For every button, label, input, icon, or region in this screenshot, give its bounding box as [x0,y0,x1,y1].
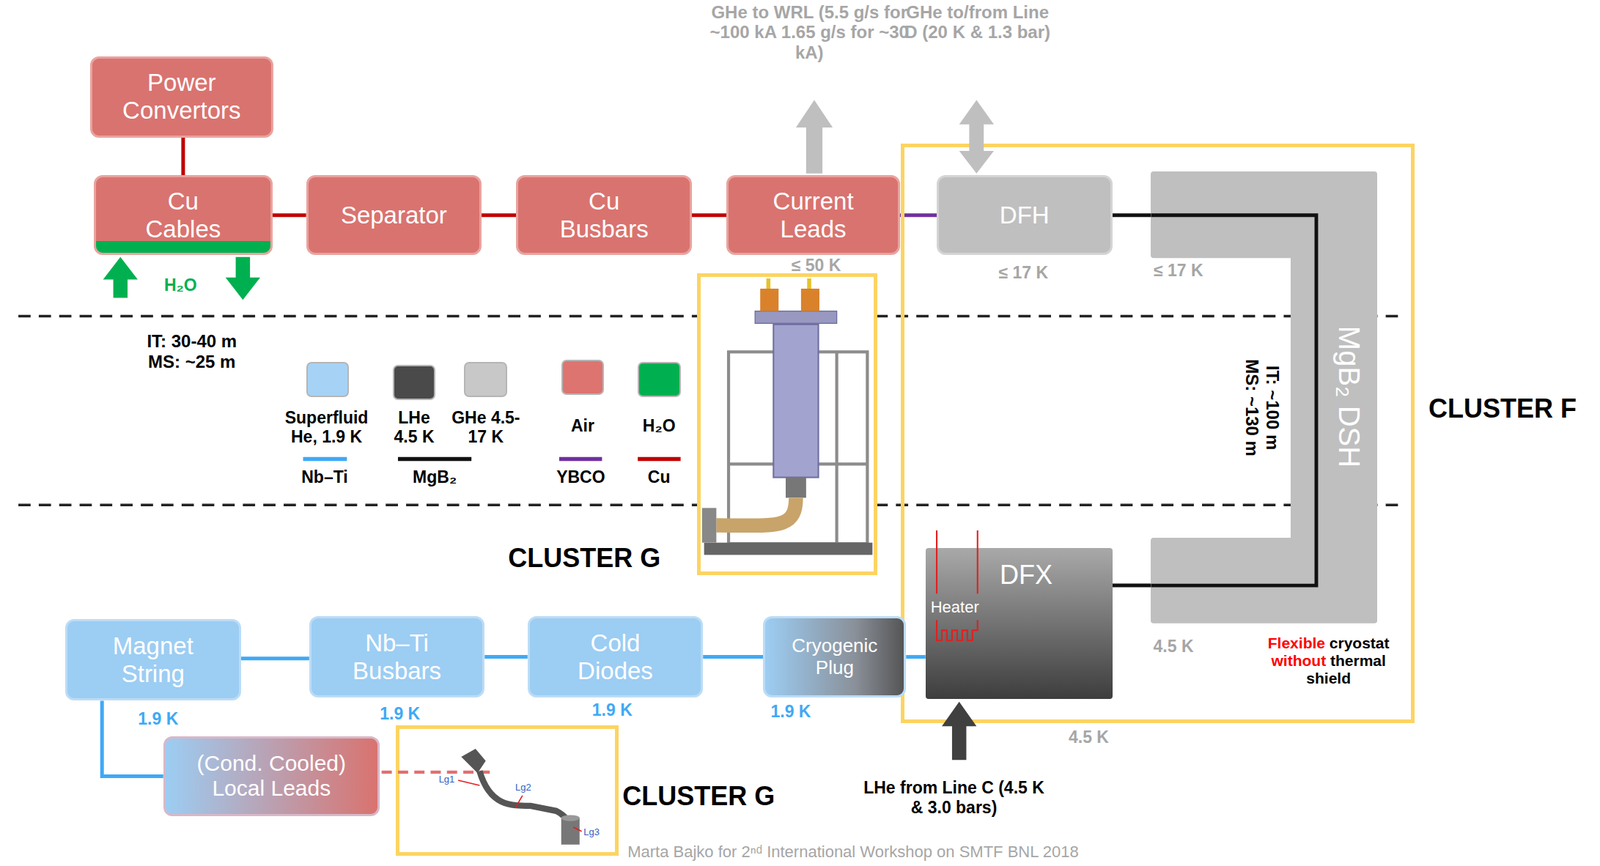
node-label: Current Leads [741,187,885,244]
legend-label: Superfluid He, 1.9 K [270,408,383,448]
cluster-label: CLUSTER G [507,543,661,574]
length-note: IT: 30-40 m MS: ~25 m [130,331,253,372]
cable-connector [181,137,185,176]
legend-label: LHe 4.5 K [388,408,440,448]
legend-label: GHe 4.5-17 K [444,408,527,448]
process-box: Cu Busbars [515,175,692,256]
legend-line-sample [302,457,347,462]
legend-swatch [463,362,507,397]
legend-label: Air [570,416,595,436]
callout: Lg2 [515,782,532,794]
legend-swatch [561,359,604,395]
node-label: Cryogenic Plug [783,635,886,680]
terminal-post [806,278,812,289]
legend-swatch [392,365,436,400]
temperature: 1.9 K [770,702,811,722]
cable-connector [702,655,763,659]
process-box: (Cond. Cooled) Local Leads [163,736,380,817]
cable-connector [241,656,310,661]
heater-wire [935,530,938,594]
node-label: Cu Cables [126,187,239,244]
legend-swatch [306,362,349,397]
process-box: Current Leads [726,175,901,256]
cable-connector [691,213,727,217]
node-label: Nb–Ti Busbars [340,629,453,686]
cluster-label: CLUSTER F [1428,393,1577,425]
temperature: 1.9 K [592,700,633,720]
hose-flange [702,507,717,543]
u-shaped-cryostat [1153,174,1375,621]
lead-terminal [760,288,779,312]
cryostat-neck [785,477,807,499]
flow-note: GHe to WRL (5.5 g/s for ~100 kA 1.65 g/s… [707,2,912,64]
process-box: DFH [936,175,1112,256]
frame-base [704,543,873,556]
length-note: IT: ~100 m MS: ~130 m [1242,356,1283,459]
node-label: DFX [999,559,1053,591]
process-box: Cryogenic Plug [762,616,906,698]
feedbox: DFX [925,548,1113,700]
node-label: Separator [340,201,448,230]
temperature: ≤ 17 K [1153,260,1204,280]
process-box: Power Convertors [90,56,275,138]
flow-note: LHe from Line C (4.5 K & 3.0 bars) [861,778,1046,818]
temperature: ≤ 50 K [791,255,842,275]
legend-line-sample [397,457,472,462]
legend-label: Nb–Ti [301,467,348,487]
node-label: (Cond. Cooled) Local Leads [174,751,369,802]
cable-connector [900,213,937,217]
temperature: 1.9 K [379,704,420,724]
callout: Lg3 [583,827,600,839]
terminal-post [766,278,772,289]
flow-note: GHe to/from Line D (20 K & 1.3 bar) [900,2,1054,43]
legend-swatch [637,362,681,397]
process-box: Nb–Ti Busbars [309,616,485,698]
lead-terminal [801,288,820,312]
lead-pot-top [561,815,580,821]
cable-connector [905,655,925,659]
water-label: H₂O [164,275,198,295]
cryostat-note: Flexible cryostat without thermal shield [1246,634,1411,688]
temperature: ≤ 17 K [998,263,1049,283]
node-label: Cold Diodes [564,629,667,686]
water-arrow [103,257,138,299]
cable-connector [484,655,527,659]
legend-label: H₂O [642,416,676,436]
legend-label: MgB₂ [412,467,457,487]
node-label: Magnet String [91,632,215,689]
temperature: 4.5 K [1153,636,1194,656]
temperature: 1.9 K [137,709,179,729]
process-box: Cu Cables [93,175,273,256]
cryostat-flange [754,311,837,324]
process-box: Separator [306,175,482,256]
legend-label: YBCO [556,467,605,487]
flow-arrow [795,99,833,173]
cluster-label: CLUSTER G [622,781,775,813]
heater-label: Heater [930,598,980,617]
watermark: Marta Bajko for 2ⁿᵈ International Worksh… [627,842,1079,862]
support-frame [835,351,839,544]
node-label: Cu Busbars [548,187,661,244]
callout: Lg1 [439,774,456,786]
cable-connector [1112,584,1152,588]
flow-arrow [941,702,977,761]
node-label: MgB₂ DSH [1332,326,1366,468]
node-label: Power Convertors [104,68,258,125]
cryostat-body [773,324,818,478]
cable-connector [481,213,516,217]
cable-connector [1112,213,1152,217]
legend-line-sample [637,457,681,462]
legend-label: Cu [647,467,671,487]
lead-pot [561,818,580,846]
heater-wire [977,530,979,594]
flow-arrow [959,124,994,174]
process-box: Magnet String [65,619,241,701]
process-box: Cold Diodes [527,616,703,698]
cable-connector [272,213,307,217]
legend-line-sample [559,457,602,462]
water-arrow [225,257,261,300]
node-label: DFH [999,201,1050,230]
temperature: 4.5 K [1068,727,1109,747]
